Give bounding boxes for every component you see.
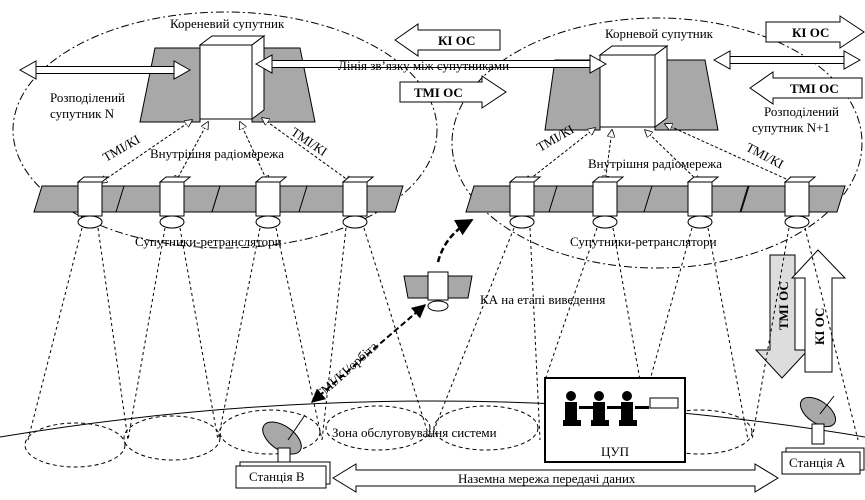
- mission-control-center: ЦУП: [544, 377, 686, 463]
- operator-figure: [591, 391, 621, 426]
- ki-oc-arrow-vertical: КІ ОС: [790, 249, 847, 373]
- intersat-link-arrow: [254, 54, 608, 74]
- operator-figure: [563, 391, 593, 426]
- ki-oc-arrow-right: КІ ОС: [765, 15, 865, 49]
- intersat-link-label: Лінія зв’язку між супутниками: [338, 58, 509, 73]
- station-b-box: Станція В: [235, 461, 331, 489]
- svg-text:КІ ОС: КІ ОС: [812, 308, 827, 345]
- tmi-oc-arrow-center: ТМІ ОС: [399, 75, 507, 109]
- svg-text:ТМІ ОС: ТМІ ОС: [776, 281, 791, 330]
- operator-figure: [619, 391, 649, 426]
- svg-text:Станція А: Станція А: [789, 455, 846, 470]
- internal-net-label-right: Внутрішня радіомережа: [588, 156, 722, 171]
- relay-satellites-right: [465, 176, 846, 229]
- root-satellite-right: [544, 45, 719, 131]
- svg-text:ТМІ ОС: ТМІ ОС: [414, 85, 463, 100]
- ground-network-arrow: Наземна мережа передачі даних: [332, 463, 779, 493]
- tmi-ki-links-left: [100, 118, 352, 183]
- right-distributed-arrow: [712, 50, 862, 70]
- svg-text:КІ ОС: КІ ОС: [792, 25, 829, 40]
- svg-text:Станція В: Станція В: [249, 469, 305, 484]
- root-satellite-left-label: Кореневий супутник: [170, 16, 285, 31]
- beams-right: [429, 227, 859, 441]
- relay-satellite: [115, 176, 221, 229]
- relay-satellite: [298, 176, 404, 229]
- tmi-oc-arrow-right: ТМІ ОС: [749, 71, 863, 105]
- relay-satellite: [740, 176, 846, 229]
- cluster-n-boundary: [12, 11, 438, 249]
- svg-text:ТМІ ОС: ТМІ ОС: [790, 81, 839, 96]
- service-zone-label: Зона обслуговування системи: [332, 425, 497, 440]
- distributed-n-label-2: супутник N: [50, 106, 115, 121]
- launch-phase-label: КА на етапі виведення: [480, 292, 605, 307]
- station-b-antenna: [262, 414, 306, 465]
- station-a-box: Станція А: [781, 447, 865, 475]
- root-satellite-right-label: Корневой супутник: [605, 26, 714, 41]
- internal-net-label-left: Внутрішня радіомережа: [150, 146, 284, 161]
- ki-oc-arrow-center: КІ ОС: [394, 23, 501, 57]
- relay-satellite: [643, 176, 749, 229]
- svg-text:Наземна мережа передачі даних: Наземна мережа передачі даних: [458, 471, 636, 486]
- launch-trajectory-arrow: [436, 218, 474, 263]
- relay-satellites-left: [33, 176, 404, 229]
- distributed-n1-label-2: супутник N+1: [752, 120, 830, 135]
- station-a-antenna: [799, 395, 837, 445]
- coverage-spots: [24, 405, 753, 468]
- cluster-n1-boundary: [451, 17, 863, 269]
- relays-label-right: Супутники-ретранслятори: [570, 234, 717, 249]
- distributed-n-label-1: Розподілений: [50, 90, 125, 105]
- tmi-ki-orbit-link: [310, 304, 427, 403]
- beams-left: [27, 227, 431, 441]
- tmi-ki-orbit-label: ТМІ/КІ/орбіта: [312, 338, 381, 402]
- tmi-ki-links-right: [525, 124, 795, 183]
- tmi-oc-arrow-vertical: ТМІ ОС: [754, 254, 810, 379]
- relays-label-left: Супутники-ретранслятори: [135, 234, 282, 249]
- relay-satellite: [211, 176, 317, 229]
- svg-text:ЦУП: ЦУП: [601, 444, 629, 459]
- svg-text:КІ ОС: КІ ОС: [438, 33, 475, 48]
- tmi-ki-label: ТМІ/КІ: [744, 139, 787, 171]
- relay-satellite: [548, 176, 654, 229]
- tmi-ki-label: ТМІ/КІ: [100, 131, 142, 164]
- left-distributed-arrow: [18, 60, 192, 80]
- root-satellite-left: [139, 35, 316, 123]
- launch-satellite: [403, 271, 473, 312]
- distributed-n1-label-1: Розподілений: [764, 104, 839, 119]
